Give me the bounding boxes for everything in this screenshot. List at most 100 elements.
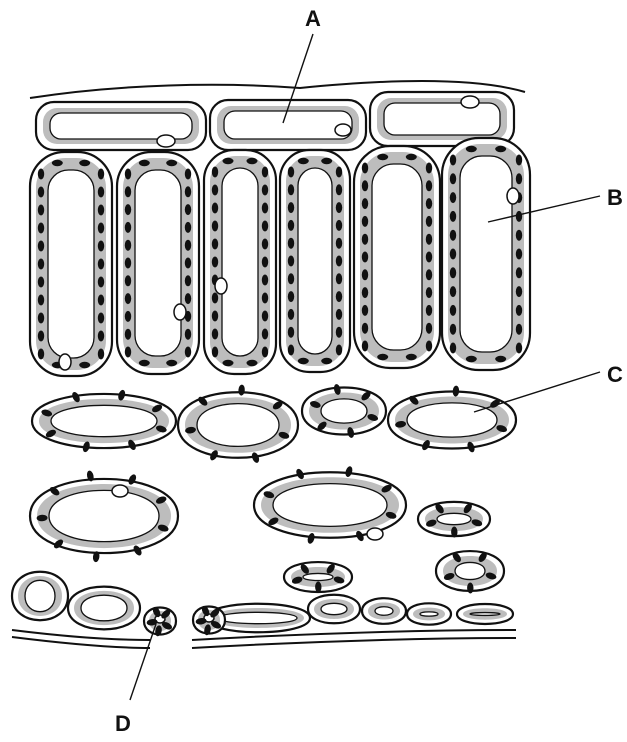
palisade-cell-b (442, 138, 530, 370)
lower-epidermal-cell (362, 598, 406, 624)
chloroplast (362, 341, 368, 352)
guard-cell (144, 606, 176, 637)
chloroplast (38, 187, 44, 198)
lower-epidermal-cell (308, 595, 360, 624)
chloroplast (450, 249, 456, 260)
chloroplast (125, 204, 131, 215)
chloroplast (450, 230, 456, 241)
chloroplast (212, 221, 218, 232)
spongy-mesophyll-cell (418, 502, 490, 538)
chloroplast (262, 347, 268, 358)
lower-epidermal-cell (12, 572, 68, 620)
chloroplast (288, 345, 294, 356)
chloroplast (336, 273, 342, 284)
chloroplast (298, 158, 309, 164)
chloroplast (426, 323, 432, 334)
chloroplast (362, 234, 368, 245)
chloroplast (247, 158, 258, 164)
chloroplast (79, 160, 90, 166)
chloroplast (212, 311, 218, 322)
chloroplast (212, 347, 218, 358)
chloroplast (185, 204, 191, 215)
nucleus (367, 528, 383, 540)
chloroplast (321, 358, 332, 364)
spongy-mesophyll-cell (436, 551, 504, 594)
chloroplast (262, 311, 268, 322)
chloroplast (212, 185, 218, 196)
chloroplast (125, 347, 131, 358)
chloroplast (466, 146, 477, 152)
chloroplast (185, 222, 191, 233)
spongy-mesophyll-cell (32, 389, 176, 453)
spongy-mesophyll-cell (254, 465, 406, 544)
chloroplast (38, 223, 44, 234)
chloroplast (516, 343, 522, 354)
chloroplast (406, 354, 417, 360)
chloroplast (288, 238, 294, 249)
guard-cell (193, 605, 225, 636)
nucleus (59, 354, 71, 370)
chloroplast (125, 222, 131, 233)
chloroplast (426, 234, 432, 245)
chloroplast (336, 327, 342, 338)
chloroplast (98, 241, 104, 252)
chloroplast (516, 173, 522, 184)
chloroplast (426, 180, 432, 191)
chloroplast (185, 186, 191, 197)
chloroplast (262, 167, 268, 178)
chloroplast (516, 230, 522, 241)
chloroplast (516, 249, 522, 260)
chloroplast (38, 259, 44, 270)
chloroplast (98, 259, 104, 270)
chloroplast (426, 287, 432, 298)
chloroplast (426, 305, 432, 316)
chloroplast (125, 293, 131, 304)
chloroplast (139, 360, 150, 366)
chloroplast (362, 163, 368, 174)
chloroplast (38, 295, 44, 306)
chloroplast (298, 358, 309, 364)
nucleus (215, 278, 227, 294)
chloroplast (185, 258, 191, 269)
palisade-cell (204, 150, 276, 374)
chloroplast (377, 154, 388, 160)
lower-cuticle (192, 638, 516, 648)
chloroplast (288, 327, 294, 338)
chloroplast (262, 293, 268, 304)
chloroplast (516, 155, 522, 166)
chloroplast (38, 349, 44, 360)
chloroplast (185, 169, 191, 180)
chloroplast (406, 154, 417, 160)
chloroplast (362, 216, 368, 227)
upper-epidermis (36, 92, 514, 150)
chloroplast (98, 277, 104, 288)
chloroplast (262, 275, 268, 286)
chloroplast (262, 221, 268, 232)
palisade-cell (30, 152, 112, 376)
chloroplast (450, 155, 456, 166)
epidermal-cell (36, 102, 206, 150)
chloroplast (336, 167, 342, 178)
palisade-mesophyll (30, 138, 530, 376)
chloroplast (426, 252, 432, 263)
chloroplast (38, 331, 44, 342)
chloroplast (125, 240, 131, 251)
chloroplast (262, 329, 268, 340)
label-a: A (305, 6, 321, 31)
chloroplast (450, 211, 456, 222)
chloroplast (288, 184, 294, 195)
chloroplast (288, 273, 294, 284)
palisade-cell (280, 150, 350, 372)
chloroplast (223, 158, 234, 164)
chloroplast (516, 211, 522, 222)
chloroplast (125, 275, 131, 286)
chloroplast (426, 216, 432, 227)
chloroplast (362, 198, 368, 209)
label-c-leader (474, 372, 600, 412)
chloroplast (450, 286, 456, 297)
chloroplast (426, 341, 432, 352)
chloroplast (98, 331, 104, 342)
chloroplast (38, 205, 44, 216)
label-b: B (607, 185, 623, 210)
chloroplast (336, 256, 342, 267)
